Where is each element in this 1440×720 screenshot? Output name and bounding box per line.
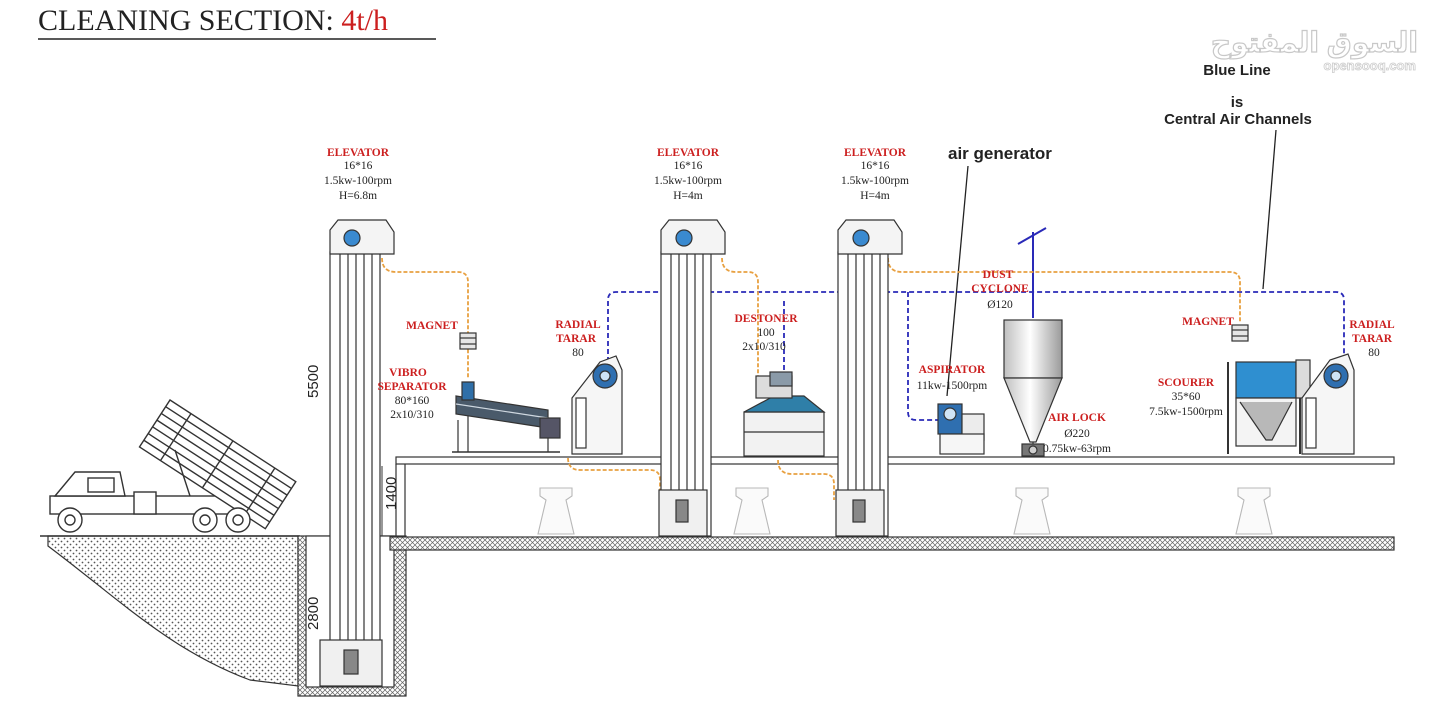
elevator-1 (319, 219, 395, 687)
elevator-2-size: 16*16 (674, 160, 703, 172)
dust-cyclone-size: Ø120 (987, 299, 1013, 311)
radial-1-name-2: TARAR (556, 333, 597, 345)
blue-line-note-line3: Central Air Channels (1164, 111, 1312, 128)
dimension-5500: 5500 (305, 365, 322, 398)
dust-cyclone-name-1: DUST (983, 269, 1014, 281)
watermark-arabic: السوق المفتوح (1211, 27, 1418, 59)
dimension-1400: 1400 (383, 477, 400, 510)
radial-tarar-2-machine (1301, 353, 1355, 455)
elevator-3-size: 16*16 (861, 160, 890, 172)
dump-truck (49, 399, 297, 533)
grain-flow-lines (381, 257, 1241, 500)
elevator-1-name: ELEVATOR (327, 147, 390, 159)
air-generator-note: air generator (948, 144, 1052, 163)
elevator-3-name: ELEVATOR (844, 147, 907, 159)
radial-2-name-2: TARAR (1352, 333, 1393, 345)
elevator-2-power: 1.5kw-100rpm (654, 175, 722, 187)
elevator-1-height: H=6.8m (339, 190, 377, 202)
destoner-machine (743, 371, 826, 457)
scourer-machine (1227, 359, 1311, 454)
ground-soil (47, 535, 299, 687)
elevator-3-power: 1.5kw-100rpm (841, 175, 909, 187)
blue-line-note-line1: Blue Line (1203, 62, 1271, 79)
magnet-2-icon (1231, 324, 1249, 342)
dust-cyclone-name-2: CYCLONE (971, 283, 1029, 295)
magnet-1-icon (459, 332, 477, 350)
radial-2-name-1: RADIAL (1349, 319, 1395, 331)
scourer-name: SCOURER (1158, 377, 1215, 389)
watermark-logo: السوق المفتوح opensooq.com (1210, 26, 1418, 73)
collection-bags (537, 487, 1273, 535)
vibro-name-2: SEPARATOR (377, 381, 447, 393)
aspirator-power: 11kw-1500rpm (917, 380, 988, 392)
air-lock-name: AIR LOCK (1048, 412, 1106, 424)
vibro-spec: 2x10/310 (390, 409, 434, 421)
air-lock-machine (1021, 443, 1045, 457)
destoner-size: 100 (757, 327, 775, 339)
watermark-latin: opensooq.com (1324, 58, 1416, 73)
air-generator-leader (946, 165, 969, 397)
vibro-size: 80*160 (395, 395, 430, 407)
radial-2-size: 80 (1368, 347, 1380, 359)
elevator-2-height: H=4m (673, 190, 703, 202)
magnet-2-label: MAGNET (1182, 316, 1234, 328)
scourer-power: 7.5kw-1500rpm (1149, 406, 1223, 418)
elevator-1-size: 16*16 (344, 160, 373, 172)
floor-slab (389, 536, 1395, 551)
destoner-spec: 2x10/310 (742, 341, 786, 353)
dimension-2800: 2800 (305, 597, 322, 630)
radial-1-name-1: RADIAL (555, 319, 601, 331)
upper-floor (395, 456, 1395, 465)
elevator-2-name: ELEVATOR (657, 147, 720, 159)
vibro-separator-machine (452, 381, 561, 453)
aspirator-machine (937, 403, 985, 455)
scourer-size: 35*60 (1172, 391, 1201, 403)
magnet-1-label: MAGNET (406, 320, 458, 332)
radial-tarar-1-machine (571, 355, 623, 455)
air-lock-power: 0.75kw-63rpm (1043, 443, 1111, 455)
capacity-value: 4t/h (341, 4, 388, 37)
elevator-1-power: 1.5kw-100rpm (324, 175, 392, 187)
dust-cyclone-machine (1003, 319, 1063, 446)
elevator-3 (835, 219, 903, 537)
radial-1-size: 80 (572, 347, 584, 359)
air-lock-size: Ø220 (1064, 428, 1090, 440)
elevator-3-height: H=4m (860, 190, 890, 202)
vibro-name-1: VIBRO (389, 367, 427, 379)
blue-line-note-line2: is (1231, 94, 1244, 111)
page-title: CLEANING SECTION: 4t/h (38, 4, 388, 37)
aspirator-name: ASPIRATOR (919, 364, 986, 376)
elevator-2 (658, 219, 726, 537)
destoner-name: DESTONER (734, 313, 798, 325)
blue-line-leader (1262, 129, 1277, 290)
